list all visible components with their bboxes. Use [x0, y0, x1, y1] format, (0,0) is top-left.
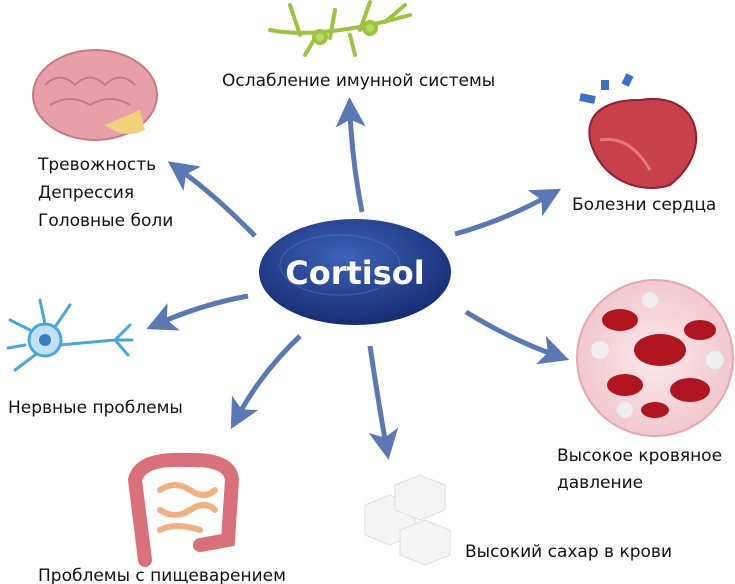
cortisol-label: Cortisol — [285, 254, 425, 292]
immune-cells-icon — [268, 0, 412, 57]
label-headaches: Головные боли — [38, 211, 174, 231]
neuron-icon — [6, 298, 134, 372]
arrow-heart — [454, 188, 562, 237]
label-heart: Болезни сердца — [572, 195, 717, 215]
blood-cells-icon — [576, 279, 734, 437]
arrow-sugar — [367, 345, 399, 460]
arrow-nerves — [146, 293, 249, 331]
label-nerves: Нервные проблемы — [8, 398, 183, 418]
intestine-icon — [127, 452, 240, 567]
label-depression: Депрессия — [38, 183, 135, 203]
label-digestion: Проблемы с пищеварением — [38, 566, 286, 584]
arrow-immune — [335, 97, 366, 213]
label-pressure-2: давление — [557, 473, 644, 493]
brain-icon — [32, 49, 158, 141]
arrow-pressure — [464, 309, 570, 365]
arrows — [146, 97, 570, 460]
label-sugar: Высокий сахар в крови — [465, 542, 672, 562]
label-pressure-1: Высокое кровяное — [557, 446, 723, 466]
arrow-mind — [167, 161, 257, 238]
arrow-digestion — [230, 334, 302, 430]
cortisol-ellipse — [259, 219, 451, 325]
heart-icon — [579, 73, 697, 189]
label-anxiety: Тревожность — [38, 155, 157, 175]
sugar-cubes-icon — [364, 474, 451, 566]
label-immune: Ослабление имунной системы — [222, 71, 496, 91]
